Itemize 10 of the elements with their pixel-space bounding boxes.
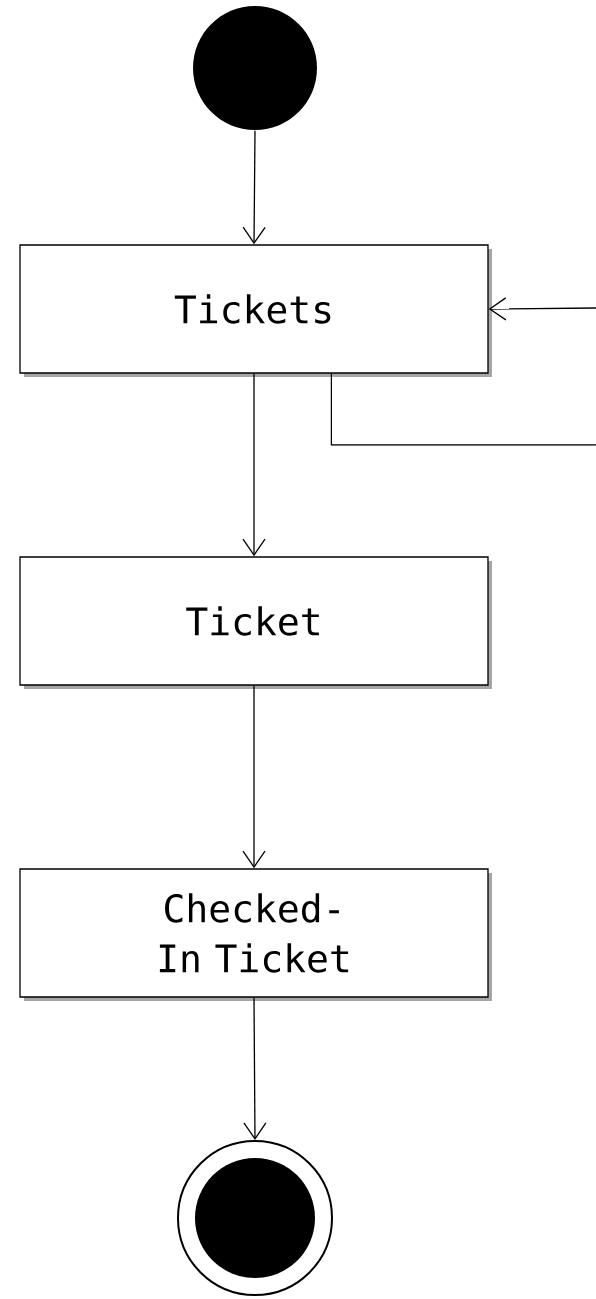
arrow <box>242 685 266 869</box>
arrow <box>488 297 596 321</box>
arrow <box>243 997 267 1140</box>
end-circle <box>177 1140 333 1296</box>
state-box: Ticket <box>19 556 492 689</box>
state-box: Checked-In Ticket <box>19 868 492 1001</box>
arrow <box>242 130 266 245</box>
state-box: Tickets <box>19 244 492 377</box>
start-circle <box>193 6 317 130</box>
arrow <box>242 373 266 557</box>
